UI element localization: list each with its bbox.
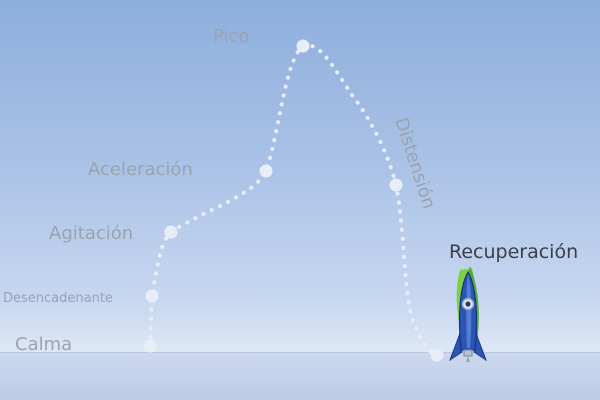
- stage-marker-aceleracion: [259, 164, 273, 178]
- stage-marker-recuperacion: [430, 348, 444, 362]
- stage-marker-desencadenante: [145, 289, 159, 303]
- stage-label-calma: Calma: [15, 334, 72, 355]
- cycle-path: [148, 43, 439, 357]
- stage-label-desencadenante: Desencadenante: [3, 291, 113, 306]
- stage-label-recuperacion: Recuperación: [449, 241, 578, 263]
- stage-marker-pico: [296, 39, 310, 53]
- stage-label-pico: Pico: [213, 26, 249, 47]
- stage-label-aceleracion: Aceleración: [88, 159, 193, 180]
- stage-label-distension: Distensión: [390, 115, 439, 211]
- rocket-icon: [448, 266, 488, 362]
- stage-marker-agitacion: [164, 225, 178, 239]
- stage-marker-distension: [389, 178, 403, 192]
- stage-marker-calma: [143, 339, 157, 353]
- stage-label-agitacion: Agitación: [49, 223, 133, 244]
- ground-horizon: [0, 352, 600, 400]
